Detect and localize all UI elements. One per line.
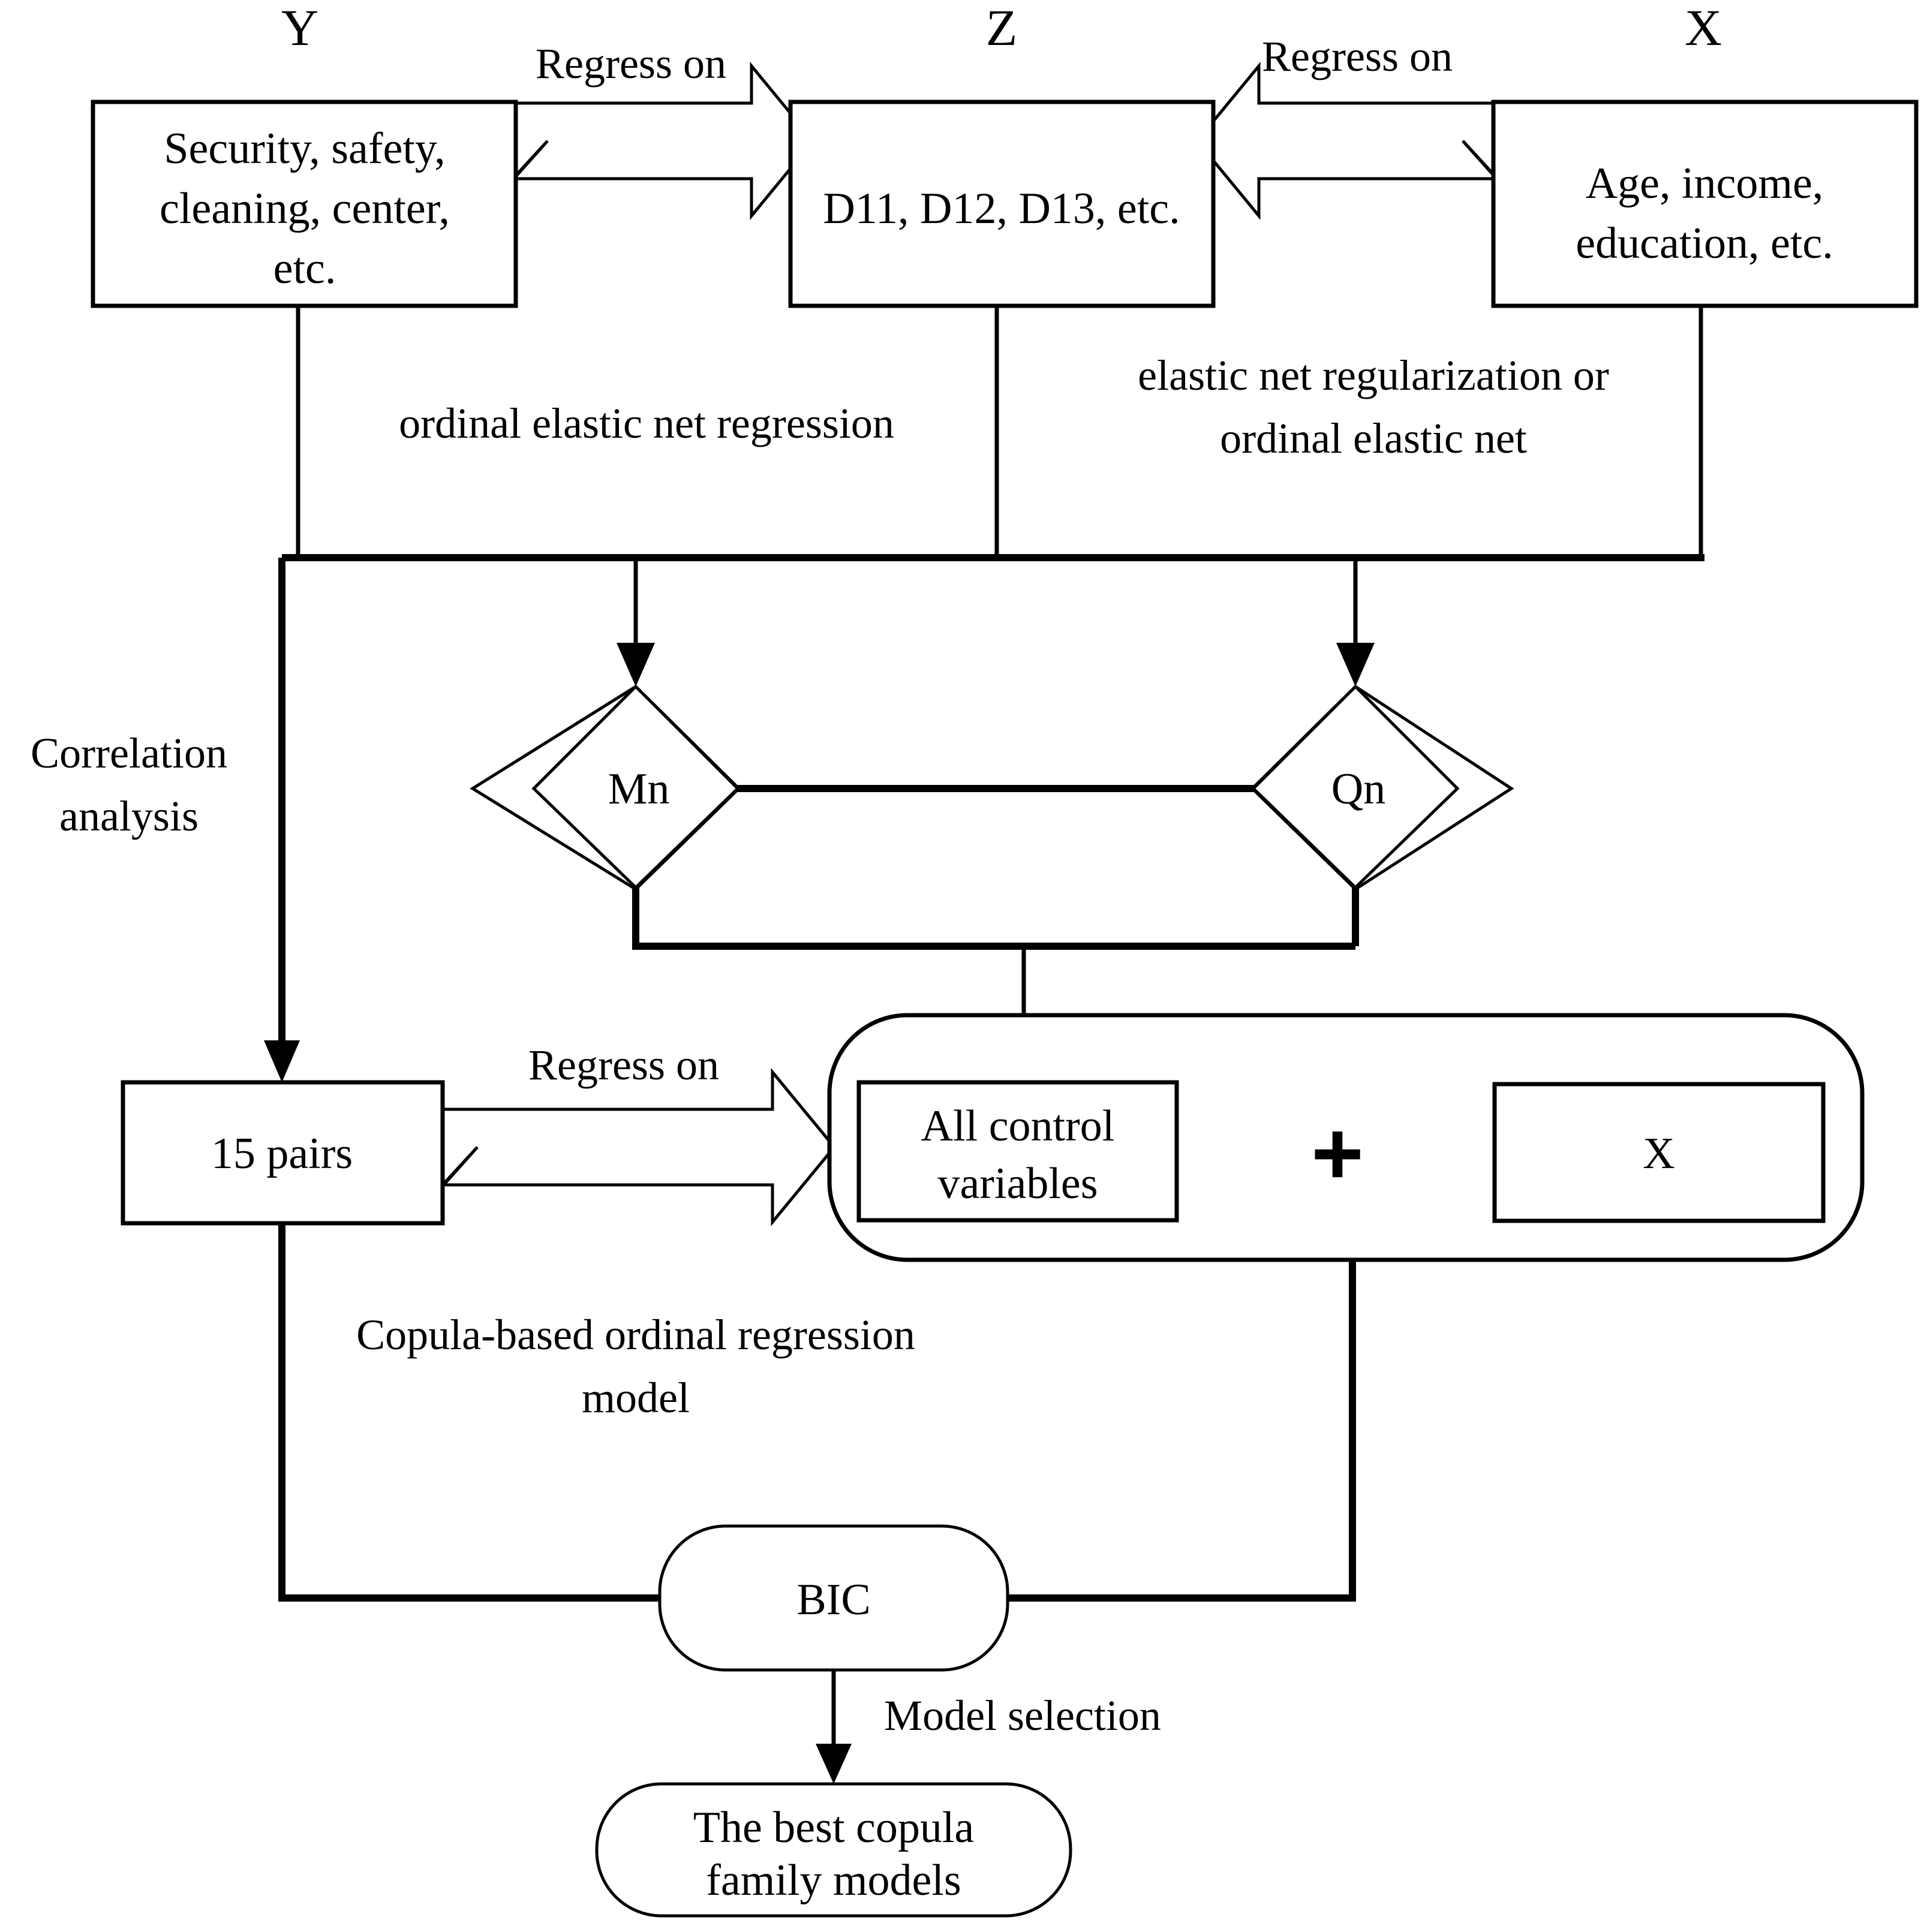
box-x-covariates[interactable] <box>1491 100 1919 308</box>
box-x-inner[interactable] <box>1492 1082 1826 1223</box>
label-copula-line1: Copula-based ordinal regression <box>356 1311 915 1359</box>
connector-mn-down <box>632 887 1355 950</box>
label-regress-on-top-left: Regress on <box>536 40 726 88</box>
box-y-variables[interactable] <box>91 100 518 308</box>
box-y-line1: Security, safety, <box>164 124 445 173</box>
box-z-mediators[interactable] <box>788 100 1216 308</box>
diamond-mn-outline <box>470 684 741 892</box>
label-mn: Mn <box>608 765 670 814</box>
label-model-selection: Model selection <box>884 1692 1161 1740</box>
arrowhead-to-pairs <box>264 1040 300 1082</box>
label-correlation-line1: Correlation <box>31 729 227 777</box>
plus-sign: + <box>1311 1103 1364 1203</box>
box-15-pairs[interactable] <box>121 1080 445 1226</box>
label-ordinal-elastic-net-regression: ordinal elastic net regression <box>399 399 894 447</box>
box-y-line2: cleaning, center, <box>160 184 450 233</box>
block-arrow-y-to-z <box>509 62 816 220</box>
connector-pairs-to-bic <box>278 1223 675 1602</box>
box-x-line1: Age, income, <box>1586 159 1824 208</box>
label-qn: Qn <box>1331 765 1385 814</box>
box-all-control-variables[interactable] <box>856 1080 1179 1223</box>
label-elastic-net-line2: ordinal elastic net <box>1220 414 1527 462</box>
label-regress-on-top-right: Regress on <box>1262 32 1453 80</box>
label-elastic-net-line1: elastic net regularization or <box>1138 351 1609 399</box>
arrowhead-to-mn <box>617 643 655 687</box>
label-all-control-line2: variables <box>937 1159 1098 1208</box>
label-bic: BIC <box>796 1575 870 1624</box>
node-best-copula-result[interactable] <box>595 1782 1072 1918</box>
node-bic[interactable] <box>658 1524 1009 1672</box>
label-result-line1: The best copula <box>693 1803 975 1852</box>
diamond-qn-outline <box>1250 684 1514 892</box>
header-z: Z <box>986 0 1018 56</box>
block-arrow-x-to-z <box>1195 62 1501 220</box>
connector-container-to-bic <box>993 1259 1356 1602</box>
label-15-pairs: 15 pairs <box>211 1129 353 1178</box>
arrowhead-to-qn <box>1336 643 1375 687</box>
block-arrow-pairs-to-control <box>439 1068 837 1226</box>
label-regress-on-middle: Regress on <box>528 1041 719 1089</box>
box-z-text: D11, D12, D13, etc. <box>823 184 1180 233</box>
label-correlation-line2: analysis <box>59 792 199 840</box>
label-all-control-line1: All control <box>921 1102 1115 1151</box>
header-x: X <box>1685 0 1722 56</box>
box-y-line3: etc. <box>273 244 336 293</box>
label-copula-line2: model <box>582 1374 690 1422</box>
header-y: Y <box>281 0 318 56</box>
label-x-inner: X <box>1643 1129 1675 1178</box>
box-x-line2: education, etc. <box>1576 219 1833 268</box>
label-result-line2: family models <box>706 1856 961 1905</box>
arrowhead-to-result <box>816 1744 852 1784</box>
